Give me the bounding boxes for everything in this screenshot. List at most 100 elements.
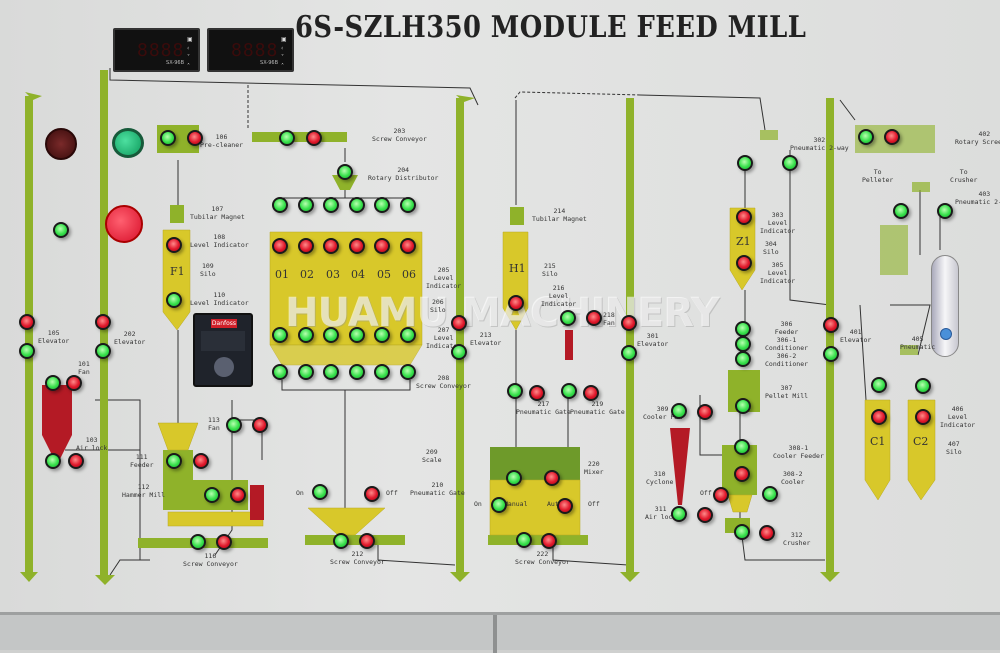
label-to-pelleter: To Pelleter xyxy=(862,168,894,184)
elevator-401 xyxy=(826,98,834,576)
indicator-lamp xyxy=(544,470,560,486)
elevator-105 xyxy=(25,96,33,576)
diagram-shape xyxy=(42,330,690,520)
label-manual: Manual xyxy=(504,500,528,508)
label-screw-conveyor: 116 Screw Conveyor xyxy=(183,552,238,568)
indicator-lamp xyxy=(312,484,328,500)
silo-label: C1 xyxy=(870,435,886,448)
bin-label: 01 xyxy=(275,268,289,281)
diagram-shape xyxy=(912,182,930,192)
indicator-lamp xyxy=(529,385,545,401)
indicator-lamp xyxy=(713,487,729,503)
cabinet-door-handle[interactable] xyxy=(931,255,959,357)
emergency-stop-button[interactable] xyxy=(105,205,143,243)
indicator-lamp xyxy=(491,497,507,513)
screw-conveyor-222 xyxy=(488,535,588,545)
indicator-lamp xyxy=(400,238,416,254)
diagram-shape xyxy=(639,94,831,325)
screw-conveyor-203 xyxy=(252,132,347,142)
label-off: Off xyxy=(700,489,712,497)
label-silo: 109 Silo xyxy=(200,262,216,278)
start-button[interactable] xyxy=(112,128,144,158)
label-off: Off xyxy=(588,500,600,508)
indicator-lamp xyxy=(19,314,35,330)
indicator-lamp xyxy=(359,533,375,549)
indicator-lamp xyxy=(95,343,111,359)
indicator-lamp xyxy=(166,453,182,469)
rotary-distributor-204 xyxy=(332,175,358,190)
diagram-shape xyxy=(727,494,753,513)
label-auto: Auto xyxy=(547,500,563,508)
indicator-lamp xyxy=(216,534,232,550)
label-pneumatic-2-way: 302 Pneumatic 2-way xyxy=(790,136,849,152)
indicator-lamp xyxy=(298,364,314,380)
indicator-lamp xyxy=(782,155,798,171)
silo-z1 xyxy=(729,207,756,291)
label-on: On xyxy=(296,489,304,497)
label-screw-conveyor: 222 Screw Conveyor xyxy=(515,550,570,566)
display-buttons[interactable]: ▣‹˅˄ xyxy=(187,36,193,70)
indicator-lamp xyxy=(306,130,322,146)
diagram-shape xyxy=(109,545,629,576)
display-readout: 8888 xyxy=(231,40,279,61)
label-feeder-conditioner: 306 Feeder 306-1 Conditioner 306-2 Condi… xyxy=(765,320,809,368)
diagram-shape xyxy=(42,435,72,465)
label-pneumatic-gate: 217 Pneumatic Gate xyxy=(516,400,571,416)
label-elevator: 213 Elevator xyxy=(470,331,502,347)
label-air-lock: 103 Air lock xyxy=(76,436,108,452)
label-pneumatic-2-way: 403 Pneumatic 2-way xyxy=(955,190,1000,206)
indicator-lamp xyxy=(762,486,778,502)
silo-c1 xyxy=(864,399,891,501)
indicator-lamp xyxy=(95,314,111,330)
diagram-shape xyxy=(281,380,411,510)
label-elevator: 301 Elevator xyxy=(637,332,669,348)
keyhole-icon xyxy=(940,328,952,340)
indicator-lamp xyxy=(68,453,84,469)
bin-label: 04 xyxy=(351,268,365,281)
label-fan: 101 Fan xyxy=(78,360,90,376)
label-silo: 407 Silo xyxy=(946,440,962,456)
indicator-lamp xyxy=(621,315,637,331)
indicator-lamp xyxy=(937,203,953,219)
indicator-lamp xyxy=(871,409,887,425)
indicator-lamp xyxy=(586,310,602,326)
label-silo: 206 Silo xyxy=(430,298,446,314)
indicator-lamp xyxy=(323,238,339,254)
indicator-lamp xyxy=(697,404,713,420)
indicator-lamp xyxy=(871,377,887,393)
indicator-lamp xyxy=(893,203,909,219)
label-scale: 209 Scale xyxy=(422,448,442,464)
indicator-lamp xyxy=(364,486,380,502)
frequency-inverter-keypad[interactable]: Danfoss xyxy=(193,313,253,387)
inverter-navigation-pad[interactable] xyxy=(214,357,234,377)
magnet-214 xyxy=(510,207,524,225)
display-buttons[interactable]: ▣‹˅˄ xyxy=(281,36,287,70)
indicator-lamp xyxy=(858,129,874,145)
indicator-lamp xyxy=(823,346,839,362)
indicator-lamp xyxy=(671,506,687,522)
label-cooler-feeder: 308-1 Cooler Feeder xyxy=(773,444,824,460)
label-level-indicator: 205 Level Indicator xyxy=(426,266,462,290)
indicator-lamp xyxy=(204,487,220,503)
indicator-lamp xyxy=(823,317,839,333)
silo-label: H1 xyxy=(509,262,526,275)
label-elevator: 401 Elevator xyxy=(840,328,872,344)
elevator-301 xyxy=(626,98,634,576)
indicator-lamp xyxy=(884,129,900,145)
cyclone-310 xyxy=(670,428,690,505)
diagram-shape xyxy=(760,130,778,140)
door-seam xyxy=(493,615,497,653)
indicator-lamp xyxy=(53,222,69,238)
indicator-lamp xyxy=(190,534,206,550)
indicator-lamp xyxy=(557,498,573,514)
diagram-shape xyxy=(900,345,918,355)
fan-box-113 xyxy=(250,485,264,520)
indicator-lamp xyxy=(541,533,557,549)
indicator-lamp xyxy=(583,385,599,401)
indicator-lamp xyxy=(561,383,577,399)
silo-label: C2 xyxy=(913,435,929,448)
indicator-lamp xyxy=(736,255,752,271)
label-level-indicator: 110 Level Indicator xyxy=(190,291,249,307)
diagram-shape xyxy=(167,511,264,527)
